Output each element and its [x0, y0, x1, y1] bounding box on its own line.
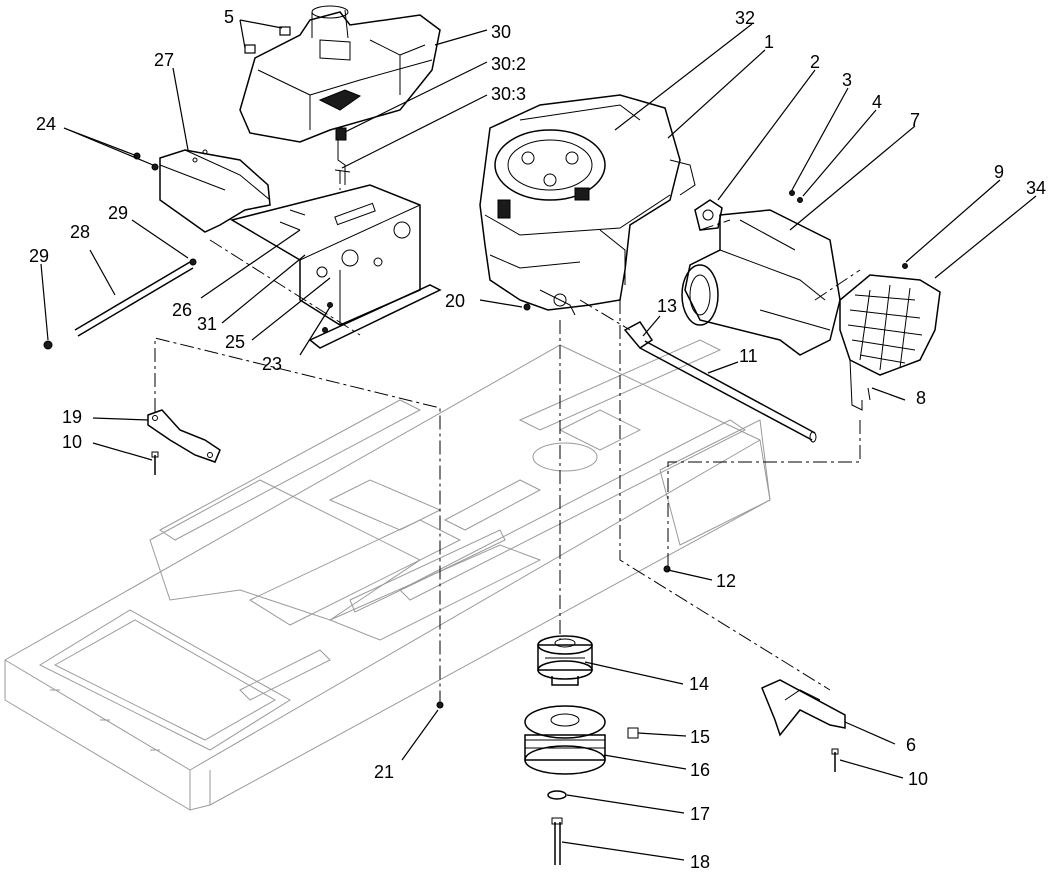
callout-15: 15 — [690, 727, 710, 747]
callout-31: 31 — [197, 314, 217, 334]
tank-labels — [244, 26, 291, 54]
tractor-frame — [4, 339, 771, 811]
engine — [479, 94, 696, 316]
callout-24: 24 — [36, 114, 56, 134]
callout-2: 2 — [810, 52, 820, 72]
right-bracket — [761, 679, 846, 772]
exhaust-gasket — [694, 190, 803, 231]
callout-17: 17 — [690, 804, 710, 824]
callout-20: 20 — [445, 291, 465, 311]
callout-5: 5 — [224, 7, 234, 27]
control-bracket — [230, 184, 442, 349]
callout-4: 4 — [872, 92, 882, 112]
callout-10-right: 10 — [908, 769, 928, 789]
callout-25: 25 — [225, 332, 245, 352]
callout-8: 8 — [916, 388, 926, 408]
shaft-rod — [43, 258, 197, 350]
callout-9: 9 — [994, 162, 1004, 182]
leader-lines — [40, 19, 1037, 861]
callout-29-lower: 29 — [29, 246, 49, 266]
callout-21: 21 — [374, 762, 394, 782]
callout-32: 32 — [735, 8, 755, 28]
callout-6: 6 — [906, 735, 916, 755]
callout-28: 28 — [70, 222, 90, 242]
tank-bracket — [133, 149, 271, 233]
callout-30: 30 — [491, 22, 511, 42]
callout-23: 23 — [262, 354, 282, 374]
callout-34: 34 — [1026, 178, 1046, 198]
callout-3: 3 — [842, 70, 852, 90]
callout-7: 7 — [910, 110, 920, 130]
callout-30-2: 30:2 — [491, 54, 526, 74]
callout-19: 19 — [62, 407, 82, 427]
assembly-lines — [154, 170, 861, 702]
fuel-tank — [239, 5, 441, 143]
tank-fittings — [334, 127, 351, 185]
callout-14: 14 — [689, 674, 709, 694]
callout-labels: 5 30 30:2 30:3 27 24 29 29 28 26 31 25 2… — [29, 7, 1046, 872]
callout-13: 13 — [657, 296, 677, 316]
callout-10-left: 10 — [62, 432, 82, 452]
callout-16: 16 — [690, 760, 710, 780]
heat-shield — [839, 263, 941, 411]
muffler — [681, 209, 841, 356]
callout-1: 1 — [764, 32, 774, 52]
callout-29-upper: 29 — [108, 203, 128, 223]
callout-11: 11 — [739, 346, 758, 366]
callout-18: 18 — [690, 852, 710, 872]
callout-12: 12 — [716, 571, 736, 591]
callout-30-3: 30:3 — [491, 84, 526, 104]
callout-26: 26 — [172, 300, 192, 320]
pulley-stack — [524, 635, 639, 865]
left-bracket — [147, 409, 221, 475]
rod-and-fitting — [623, 321, 817, 443]
callout-27: 27 — [154, 50, 174, 70]
